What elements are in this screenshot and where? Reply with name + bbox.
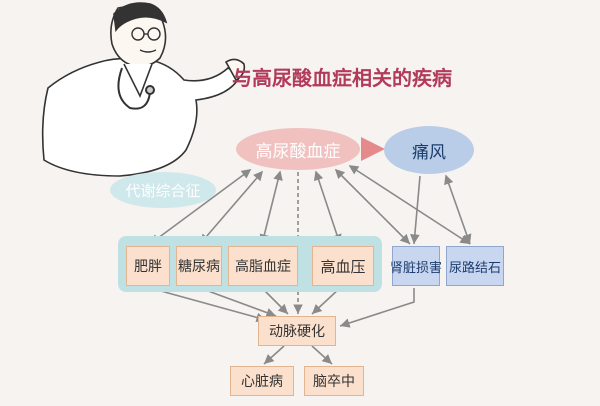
node-stroke: 脑卒中 (304, 366, 364, 396)
stethoscope-icon (117, 67, 155, 110)
node-hyperlipidemia: 高脂血症 (228, 246, 298, 286)
node-arteriosclerosis: 动脉硬化 (258, 316, 336, 346)
arrow-uric-hypertension (313, 170, 342, 245)
node-heart-disease: 心脏病 (230, 366, 294, 396)
arrow-diabetes-arterio (199, 287, 277, 318)
arrow-lipid-arterio (261, 287, 289, 315)
node-hypertension: 高血压 (312, 246, 374, 286)
arrow-uric-lipid (259, 170, 283, 245)
arrow-uric-diabetes (199, 170, 264, 245)
arrow-uric-stones (348, 165, 471, 245)
node-urinary-stones: 尿路结石 (446, 246, 504, 286)
node-kidney-damage: 肾脏损害 (390, 246, 442, 286)
arrow-gout-stones (444, 174, 472, 245)
diagram-title: 与高尿酸血症相关的疾病 (232, 65, 452, 90)
arrow-arterio-stroke (311, 345, 333, 365)
node-diabetes: 糖尿病 (176, 246, 222, 286)
arrow-kidney-arterio (339, 288, 415, 328)
node-gout: 痛风 (384, 126, 474, 174)
arrow-obesity-arterio (149, 287, 267, 323)
node-metabolic-syndrome: 代谢综合征 (110, 172, 216, 208)
node-obesity: 肥胖 (126, 246, 170, 286)
arrow-gout-kidney (410, 175, 421, 245)
arrow-hyp-arterio (311, 287, 341, 315)
arrow-arterio-heart (263, 345, 285, 365)
node-hyperuricemia: 高尿酸血症 (236, 128, 360, 170)
